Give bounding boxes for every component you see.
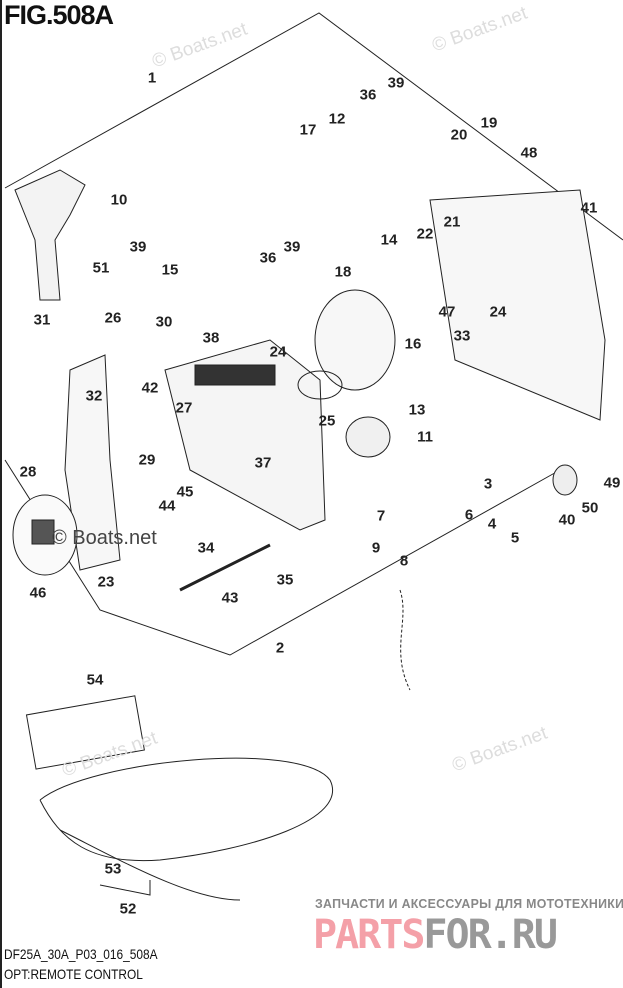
part-number-label: 44	[158, 497, 176, 515]
part-number-label: 7	[376, 507, 386, 525]
part-number-label: 48	[520, 144, 538, 162]
part-number-label: 22	[416, 225, 434, 243]
part-number-label: 32	[85, 387, 103, 405]
part-number-label: 37	[254, 454, 272, 472]
part-number-label: 13	[408, 401, 426, 419]
lever-23	[64, 354, 121, 571]
part-number-label: 41	[580, 199, 598, 217]
part-number-label: 29	[138, 451, 156, 469]
part-number-label: 52	[119, 900, 137, 918]
part-number-label: 35	[276, 571, 294, 589]
part-number-label: 19	[480, 114, 498, 132]
handle-31	[14, 169, 86, 301]
border	[0, 0, 2, 988]
part-number-label: 16	[404, 335, 422, 353]
plate-right	[429, 189, 606, 421]
part-number-label: 2	[275, 639, 285, 657]
partsfor-logo-a: PARTS	[313, 912, 425, 958]
part-number-label: 33	[453, 327, 471, 345]
ring-18	[314, 289, 396, 391]
part-number-label: 12	[328, 110, 346, 128]
housing-38	[164, 339, 326, 531]
part-number-label: 27	[175, 399, 193, 417]
partsfor-logo-b: FOR.RU	[423, 912, 557, 958]
part-number-label: 9	[371, 539, 381, 557]
part-number-label: 5	[510, 529, 520, 547]
part-number-label: 26	[104, 309, 122, 327]
part-number-label: 53	[104, 860, 122, 878]
bag-54	[25, 695, 145, 770]
part-number-label: 30	[155, 313, 173, 331]
part-number-label: 28	[19, 463, 37, 481]
part-number-label: 24	[269, 343, 287, 361]
bracket-52	[99, 880, 151, 896]
figure-title: FIG.508A	[4, 0, 114, 30]
part-number-label: 36	[359, 86, 377, 104]
part-number-label: 31	[33, 311, 51, 329]
part-number-label: 54	[86, 671, 104, 689]
part-number-label: 21	[443, 213, 461, 231]
figure-code: DF25A_30A_P03_016_508A	[4, 946, 158, 962]
logo-46	[31, 519, 55, 545]
part-number-label: 45	[176, 483, 194, 501]
part-number-label: 3	[483, 475, 493, 493]
partsfor-tagline: ЗАПЧАСТИ И АКСЕССУАРЫ ДЛЯ МОТОТЕХНИКИ	[315, 896, 623, 911]
part-number-label: 34	[197, 539, 215, 557]
part-number-label: 23	[97, 573, 115, 591]
part-number-label: 46	[29, 584, 47, 602]
part-number-label: 6	[464, 506, 474, 524]
part-number-label: 24	[489, 303, 507, 321]
part-number-label: 40	[558, 511, 576, 529]
part-number-label: 50	[581, 499, 599, 517]
part-number-label: 20	[450, 126, 468, 144]
part-number-label: 8	[399, 552, 409, 570]
part-number-label: 47	[438, 303, 456, 321]
part-number-label: 42	[141, 379, 159, 397]
part-number-label: 15	[161, 261, 179, 279]
part-number-label: 39	[283, 238, 301, 256]
part-number-label: 36	[259, 249, 277, 267]
washer-40	[552, 464, 578, 496]
part-number-label: 10	[110, 191, 128, 209]
partsfor-logo: PARTSFOR.RU	[313, 912, 558, 958]
part-number-label: 1	[147, 69, 157, 87]
ring-25	[297, 370, 343, 400]
watermark: © Boats.net	[52, 527, 157, 549]
panel-38	[194, 364, 276, 386]
assembly-outline	[4, 12, 623, 241]
part-number-label: 39	[129, 238, 147, 256]
lanyard-8	[399, 589, 411, 691]
harness-lower	[59, 829, 241, 901]
part-number-label: 25	[318, 412, 336, 430]
harness-main	[39, 757, 333, 862]
part-number-label: 39	[387, 74, 405, 92]
part-number-label: 49	[603, 474, 621, 492]
part-number-label: 18	[334, 263, 352, 281]
part-number-label: 43	[221, 589, 239, 607]
part-number-label: 38	[202, 329, 220, 347]
figure-caption: OPT:REMOTE CONTROL	[4, 966, 143, 982]
part-number-label: 4	[487, 515, 497, 533]
part-number-label: 17	[299, 121, 317, 139]
part-number-label: 14	[380, 231, 398, 249]
buzzer-11	[345, 416, 391, 458]
part-number-label: 51	[92, 259, 110, 277]
bolt-43	[179, 543, 271, 592]
part-number-label: 11	[417, 428, 433, 446]
